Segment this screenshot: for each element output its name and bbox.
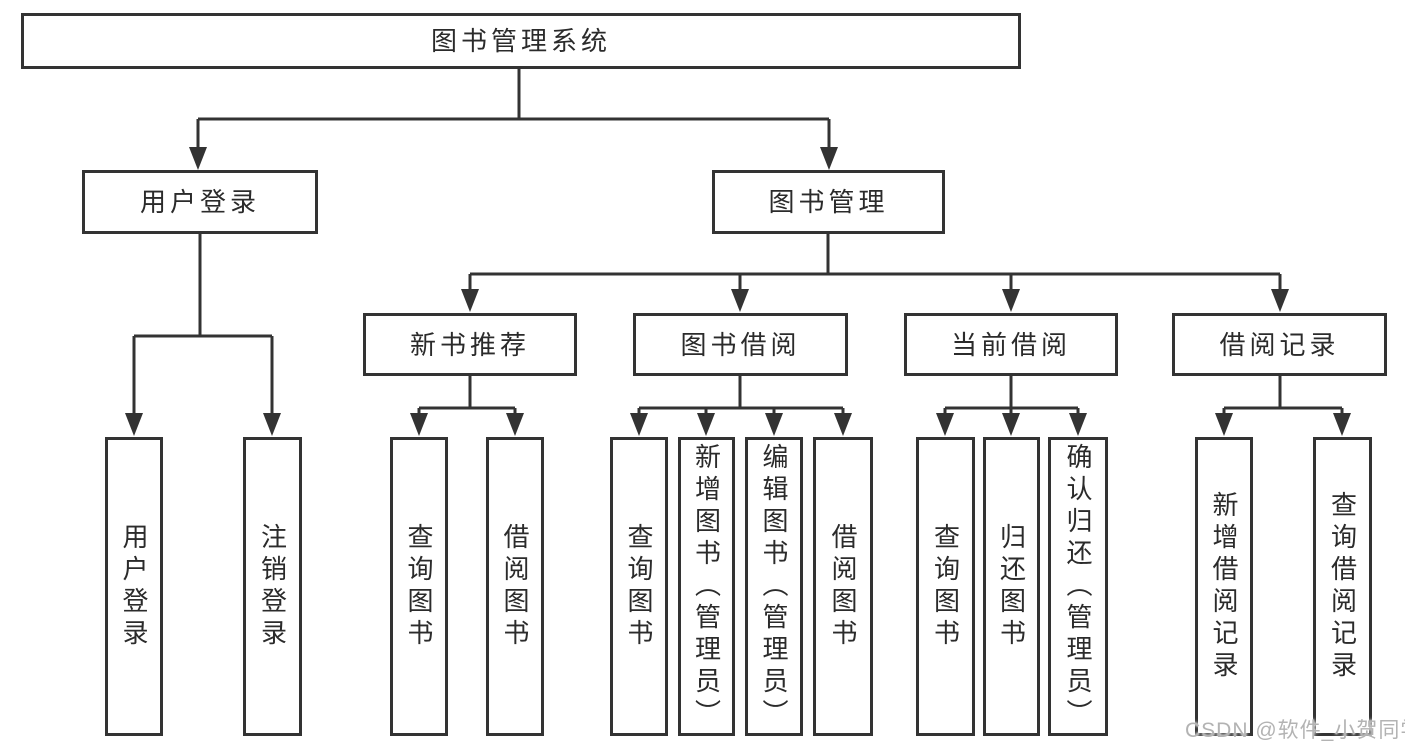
node-label: 新增图书（管理员） <box>691 442 722 731</box>
connector-root-fan <box>196 69 831 148</box>
connector-borrow-record-fan <box>1222 376 1344 414</box>
arrowhead-icon <box>506 413 524 436</box>
leaf-add-borrow-record: 新增借阅记录 <box>1195 437 1253 736</box>
connector-new-book-fan <box>417 376 517 414</box>
leaf-add-book-admin: 新增图书（管理员） <box>678 437 735 736</box>
connector-book-borrow-fan <box>637 376 845 414</box>
node-label: 当前借阅 <box>950 329 1071 360</box>
arrowhead-icon <box>125 413 143 436</box>
arrowhead-icon <box>630 413 648 436</box>
arrowhead-icon <box>820 147 838 170</box>
arrowhead-icon <box>263 413 281 436</box>
node-borrow-records: 借阅记录 <box>1172 313 1387 376</box>
node-label: 新书推荐 <box>409 329 530 360</box>
leaf-user-login: 用户登录 <box>105 437 163 736</box>
leaf-logout: 注销登录 <box>243 437 302 736</box>
leaf-edit-book-admin: 编辑图书（管理员） <box>745 437 803 736</box>
arrowhead-icon <box>765 413 783 436</box>
node-label: 查询借阅记录 <box>1327 490 1358 683</box>
node-label: 查询图书 <box>404 522 434 651</box>
node-user-login: 用户登录 <box>82 170 318 234</box>
node-label: 查询图书 <box>930 522 961 651</box>
leaf-query-borrow-record: 查询借阅记录 <box>1313 437 1372 736</box>
node-label: 用户登录 <box>119 522 149 651</box>
node-new-book-recommend: 新书推荐 <box>363 313 577 376</box>
node-label: 图书管理系统 <box>430 26 611 56</box>
node-book-borrowing: 图书借阅 <box>633 313 848 376</box>
node-label: 编辑图书（管理员） <box>759 442 789 731</box>
arrowhead-icon <box>410 413 428 436</box>
arrowhead-icon <box>189 147 207 170</box>
node-label: 注销登录 <box>257 522 288 651</box>
arrowhead-icon <box>731 289 749 312</box>
node-label: 借阅图书 <box>828 522 858 651</box>
leaf-borrow-books-newrec: 借阅图书 <box>486 437 544 736</box>
watermark: CSDN @软件_小贺同学 <box>1185 719 1405 742</box>
connector-book-mgmt-fan <box>468 234 1282 290</box>
arrowhead-icon <box>697 413 715 436</box>
node-label: 借阅记录 <box>1219 329 1340 360</box>
leaf-return-books: 归还图书 <box>983 437 1040 736</box>
leaf-query-books-borrow: 查询图书 <box>610 437 668 736</box>
node-label: 归还图书 <box>996 522 1027 651</box>
node-label: 确认归还（管理员） <box>1063 442 1093 731</box>
connector-user-login-fan <box>132 234 274 414</box>
node-book-management: 图书管理 <box>712 170 945 234</box>
leaf-query-books-current: 查询图书 <box>916 437 975 736</box>
node-label: 图书借阅 <box>680 329 801 360</box>
arrowhead-icon <box>1002 289 1020 312</box>
leaf-confirm-return-admin: 确认归还（管理员） <box>1048 437 1108 736</box>
node-current-borrowing: 当前借阅 <box>904 313 1118 376</box>
connector-current-borrow-fan <box>943 376 1080 414</box>
node-label: 图书管理 <box>768 187 889 217</box>
node-label: 借阅图书 <box>500 522 530 651</box>
arrowhead-icon <box>461 289 479 312</box>
node-label: 用户登录 <box>139 187 260 217</box>
arrowhead-icon <box>834 413 852 436</box>
arrowhead-icon <box>1271 289 1289 312</box>
node-root: 图书管理系统 <box>21 13 1021 69</box>
node-label: 新增借阅记录 <box>1209 490 1239 683</box>
node-label: 查询图书 <box>624 522 654 651</box>
leaf-query-books-newrec: 查询图书 <box>390 437 448 736</box>
leaf-borrow-books-borrow: 借阅图书 <box>813 437 873 736</box>
arrowhead-icon <box>1333 413 1351 436</box>
arrowhead-icon <box>936 413 954 436</box>
arrowhead-icon <box>1002 413 1020 436</box>
arrowhead-icon <box>1069 413 1087 436</box>
arrowhead-icon <box>1215 413 1233 436</box>
